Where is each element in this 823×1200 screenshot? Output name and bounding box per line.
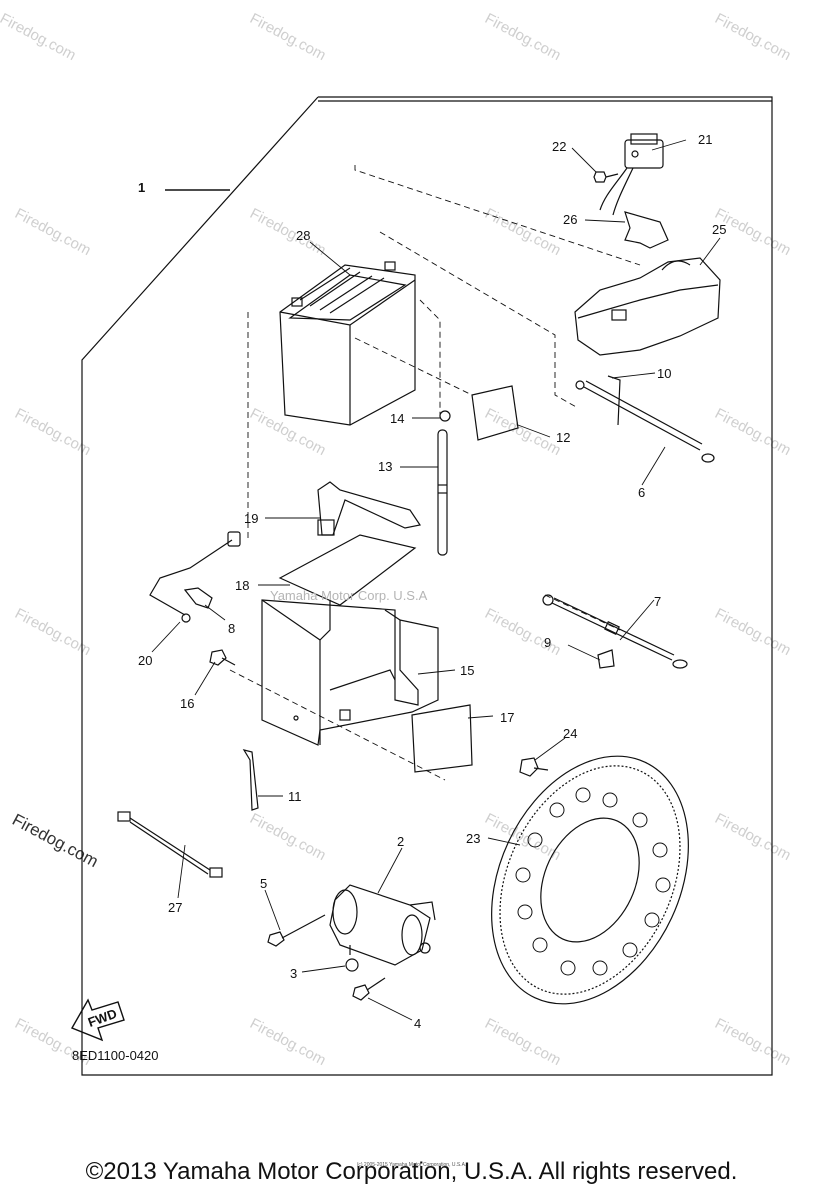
callout-8: 8 — [228, 621, 235, 636]
callout-27: 27 — [168, 900, 182, 915]
copyright-notice: ©2013 Yamaha Motor Corporation, U.S.A. A… — [85, 1158, 738, 1185]
lead-part-7 — [542, 594, 688, 669]
bolt-part-22 — [593, 171, 619, 183]
callout-11: 11 — [288, 789, 302, 804]
callout-21: 21 — [698, 132, 712, 147]
copyright-small: (c) 2005-2015 Yamaha Motor Corporation, … — [356, 1162, 467, 1168]
assembly-frame — [81, 96, 773, 1076]
bracket-part — [624, 211, 669, 249]
assembly-number: 1 — [138, 180, 145, 195]
starter-motor-part — [329, 884, 436, 966]
callout-12: 12 — [556, 430, 570, 445]
pad-part-17 — [411, 704, 473, 773]
bolt-part-24 — [519, 757, 549, 777]
nut-part — [345, 958, 359, 972]
callout-28: 28 — [296, 228, 310, 243]
bolt-part-16 — [209, 649, 236, 666]
callout-2: 2 — [397, 834, 404, 849]
callout-7: 7 — [654, 594, 661, 609]
callout-18: 18 — [235, 578, 249, 593]
callout-4: 4 — [414, 1016, 421, 1031]
callout-10: 10 — [657, 366, 671, 381]
callout-24: 24 — [563, 726, 577, 741]
cover-part — [574, 257, 721, 356]
callout-9: 9 — [544, 635, 551, 650]
fwd-arrow-icon — [70, 998, 125, 1042]
callout-3: 3 — [290, 966, 297, 981]
pad-part-12 — [471, 385, 519, 441]
callout-15: 15 — [460, 663, 474, 678]
callout-13: 13 — [378, 459, 392, 474]
callout-23: 23 — [466, 831, 480, 846]
clamp-part-8 — [183, 587, 213, 609]
clamp-part-9 — [597, 649, 615, 669]
callout-5: 5 — [260, 876, 267, 891]
battery-part — [279, 261, 416, 426]
leader-lines — [151, 139, 721, 1021]
callout-19: 19 — [244, 511, 258, 526]
lead-part-20 — [149, 531, 241, 623]
relay-part — [599, 133, 664, 216]
bolt-part-5 — [267, 914, 326, 947]
callout-16: 16 — [180, 696, 194, 711]
callout-26: 26 — [563, 212, 577, 227]
bolt-part-4 — [352, 977, 386, 1001]
band-part-11 — [242, 749, 259, 811]
callout-labels: 1 21 22 26 25 28 10 14 12 13 6 19 18 7 8… — [72, 132, 726, 1063]
sensor-rotor-part — [491, 755, 689, 1005]
lead-part-27 — [117, 811, 223, 878]
diagram-code: 8ED1100-0420 — [72, 1048, 159, 1063]
guide-lines — [229, 165, 641, 781]
callout-17: 17 — [500, 710, 514, 725]
breather-hose-part — [437, 410, 451, 556]
callout-25: 25 — [712, 222, 726, 237]
callout-22: 22 — [552, 139, 566, 154]
callout-20: 20 — [138, 653, 152, 668]
callout-6: 6 — [638, 485, 645, 500]
callout-14: 14 — [390, 411, 404, 426]
battery-band-part — [317, 481, 421, 536]
battery-box-part — [261, 599, 439, 746]
lead-part-6 — [575, 375, 715, 463]
center-watermark: Yamaha Motor Corp. U.S.A — [270, 588, 428, 603]
sheet-part — [278, 534, 417, 606]
